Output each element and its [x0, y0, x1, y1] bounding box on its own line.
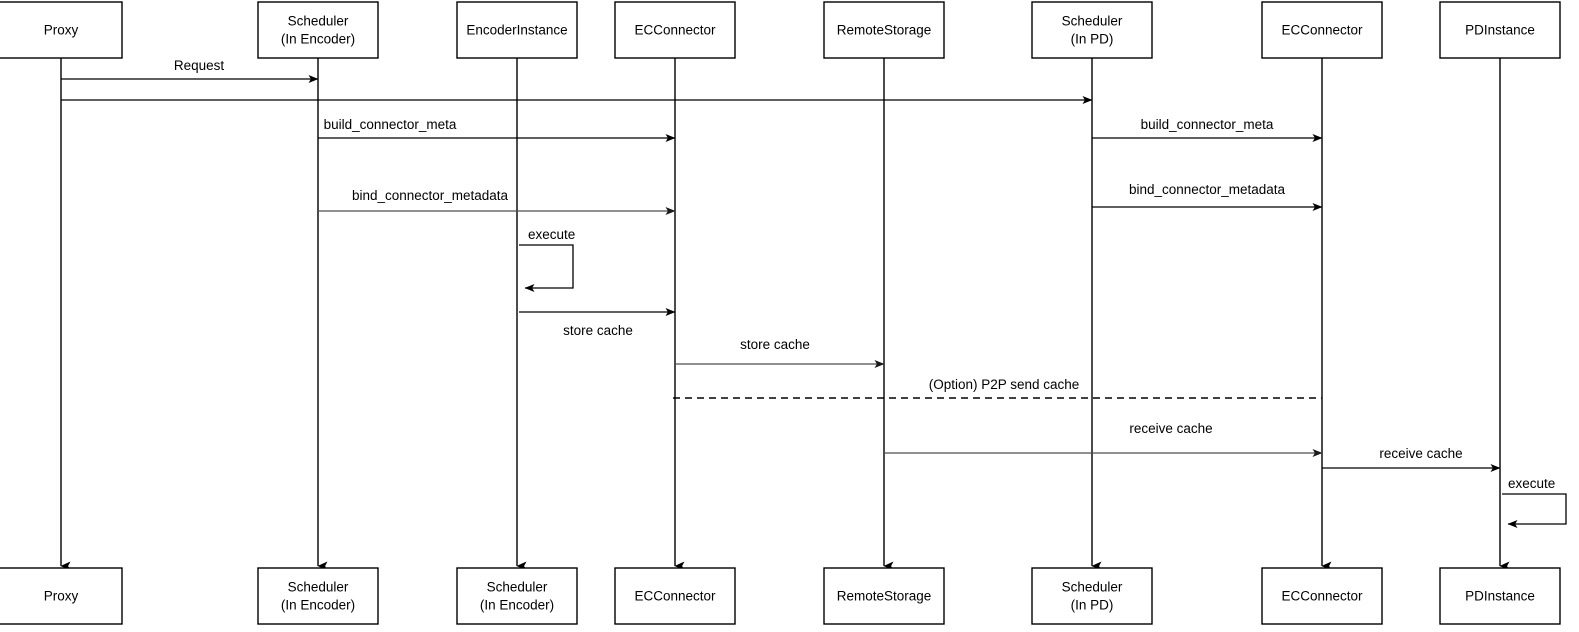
message-m9[interactable]: (Option) P2P send cache	[673, 377, 1322, 399]
participant-top-rect-encoder-instance[interactable]	[456, 1, 578, 59]
messages-group: Request build_connector_meta build_connect…	[61, 58, 1501, 472]
bottom-participant-boxes: Proxy Scheduler (In Encoder) Scheduler (In E…	[0, 567, 1561, 625]
message-label-m7: store cache	[563, 323, 633, 338]
self-message-label-s1: execute	[528, 227, 575, 242]
participant-top-scheduler-in-pd[interactable]: Scheduler (In PD)	[1031, 1, 1153, 59]
top-participant-boxes: Proxy Scheduler (In Encoder) EncoderInstanc…	[0, 1, 1561, 59]
message-label-m1: Request	[174, 58, 225, 73]
message-m6[interactable]: bind_connector_metadata	[1092, 182, 1323, 211]
participant-bottom-label-ecconnector-encoder: ECConnector	[634, 589, 716, 604]
participant-bottom-label-scheduler-in-encoder: Scheduler	[288, 580, 349, 595]
participant-top-rect-ecconnector-encoder[interactable]	[614, 1, 736, 59]
participant-top-rect-remote-storage[interactable]	[823, 1, 945, 59]
participant-bottom-label-pd-instance: PDInstance	[1465, 589, 1535, 604]
participant-top-pd-instance[interactable]: PDInstance	[1439, 1, 1561, 59]
participant-top-label-ecconnector-pd: ECConnector	[1281, 23, 1363, 38]
message-label-m10: receive cache	[1129, 421, 1212, 436]
participant-bottom-rect-ecconnector-pd[interactable]	[1261, 567, 1383, 625]
participant-bottom-rect-scheduler-in-encoder[interactable]	[257, 567, 379, 625]
participant-top-sublabel-scheduler-in-pd: (In PD)	[1071, 32, 1114, 47]
message-label-m11: receive cache	[1379, 446, 1462, 461]
participant-top-label-encoder-instance: EncoderInstance	[466, 23, 567, 38]
participant-bottom-label-encoder-instance: Scheduler	[487, 580, 548, 595]
participant-bottom-scheduler-in-pd[interactable]: Scheduler (In PD)	[1031, 567, 1153, 625]
participant-top-label-pd-instance: PDInstance	[1465, 23, 1535, 38]
self-message-s1[interactable]: execute	[519, 227, 575, 292]
message-m8[interactable]: store cache	[675, 337, 885, 368]
message-m1[interactable]: Request	[61, 58, 319, 83]
participant-bottom-label-ecconnector-pd: ECConnector	[1281, 589, 1363, 604]
participant-top-scheduler-in-encoder[interactable]: Scheduler (In Encoder)	[257, 1, 379, 59]
participant-bottom-rect-ecconnector-encoder[interactable]	[614, 567, 736, 625]
participant-bottom-sublabel-scheduler-in-pd: (In PD)	[1071, 598, 1114, 613]
self-message-s2[interactable]: execute	[1502, 476, 1567, 528]
message-label-m3: build_connector_meta	[324, 117, 457, 132]
participant-bottom-ecconnector-pd[interactable]: ECConnector	[1261, 567, 1383, 625]
self-messages-group: execute execute	[519, 227, 1567, 528]
message-m10[interactable]: receive cache	[884, 421, 1323, 457]
message-m11[interactable]: receive cache	[1322, 446, 1501, 472]
participant-top-rect-pd-instance[interactable]	[1439, 1, 1561, 59]
participant-bottom-ecconnector-encoder[interactable]: ECConnector	[614, 567, 736, 625]
message-label-m9: (Option) P2P send cache	[929, 377, 1080, 392]
message-m7[interactable]: store cache	[519, 308, 676, 338]
participant-top-rect-scheduler-in-encoder[interactable]	[257, 1, 379, 59]
participant-bottom-sublabel-scheduler-in-encoder: (In Encoder)	[281, 598, 355, 613]
self-message-path-s2	[1502, 493, 1567, 528]
participant-bottom-rect-remote-storage[interactable]	[823, 567, 945, 625]
participant-top-label-scheduler-in-encoder: Scheduler	[288, 14, 349, 29]
participant-top-encoder-instance[interactable]: EncoderInstance	[456, 1, 578, 59]
participant-bottom-rect-pd-instance[interactable]	[1439, 567, 1561, 625]
participant-top-label-ecconnector-encoder: ECConnector	[634, 23, 716, 38]
participant-bottom-pd-instance[interactable]: PDInstance	[1439, 567, 1561, 625]
participant-top-rect-scheduler-in-pd[interactable]	[1031, 1, 1153, 59]
participant-bottom-proxy[interactable]: Proxy	[0, 567, 123, 625]
message-m3[interactable]: build_connector_meta	[318, 117, 676, 142]
participant-bottom-remote-storage[interactable]: RemoteStorage	[823, 567, 945, 625]
participant-bottom-rect-scheduler-in-pd[interactable]	[1031, 567, 1153, 625]
message-m5[interactable]: bind_connector_metadata	[318, 188, 676, 215]
participant-top-ecconnector-pd[interactable]: ECConnector	[1261, 1, 1383, 59]
participant-bottom-rect-encoder-instance[interactable]	[456, 567, 578, 625]
participant-top-label-proxy: Proxy	[44, 23, 79, 38]
participant-top-remote-storage[interactable]: RemoteStorage	[823, 1, 945, 59]
participant-top-proxy[interactable]: Proxy	[0, 1, 123, 59]
participant-bottom-scheduler-in-encoder[interactable]: Scheduler (In Encoder)	[257, 567, 379, 625]
message-label-m6: bind_connector_metadata	[1129, 182, 1286, 197]
message-label-m8: store cache	[740, 337, 810, 352]
lifelines-group	[60, 58, 1510, 571]
participant-top-label-remote-storage: RemoteStorage	[837, 23, 932, 38]
participant-bottom-label-proxy: Proxy	[44, 589, 79, 604]
message-label-m4: build_connector_meta	[1141, 117, 1274, 132]
message-m4[interactable]: build_connector_meta	[1092, 117, 1323, 142]
participant-bottom-rect-proxy[interactable]	[0, 567, 123, 625]
participant-top-rect-ecconnector-pd[interactable]	[1261, 1, 1383, 59]
participant-bottom-encoder-instance[interactable]: Scheduler (In Encoder)	[456, 567, 578, 625]
self-message-label-s2: execute	[1508, 476, 1555, 491]
participant-top-ecconnector-encoder[interactable]: ECConnector	[614, 1, 736, 59]
participant-top-sublabel-scheduler-in-encoder: (In Encoder)	[281, 32, 355, 47]
message-label-m5: bind_connector_metadata	[352, 188, 509, 203]
participant-bottom-label-remote-storage: RemoteStorage	[837, 589, 932, 604]
participant-top-rect-proxy[interactable]	[0, 1, 123, 59]
self-message-path-s1	[519, 244, 574, 292]
participant-top-label-scheduler-in-pd: Scheduler	[1062, 14, 1123, 29]
participant-bottom-sublabel-encoder-instance: (In Encoder)	[480, 598, 554, 613]
participant-bottom-label-scheduler-in-pd: Scheduler	[1062, 580, 1123, 595]
